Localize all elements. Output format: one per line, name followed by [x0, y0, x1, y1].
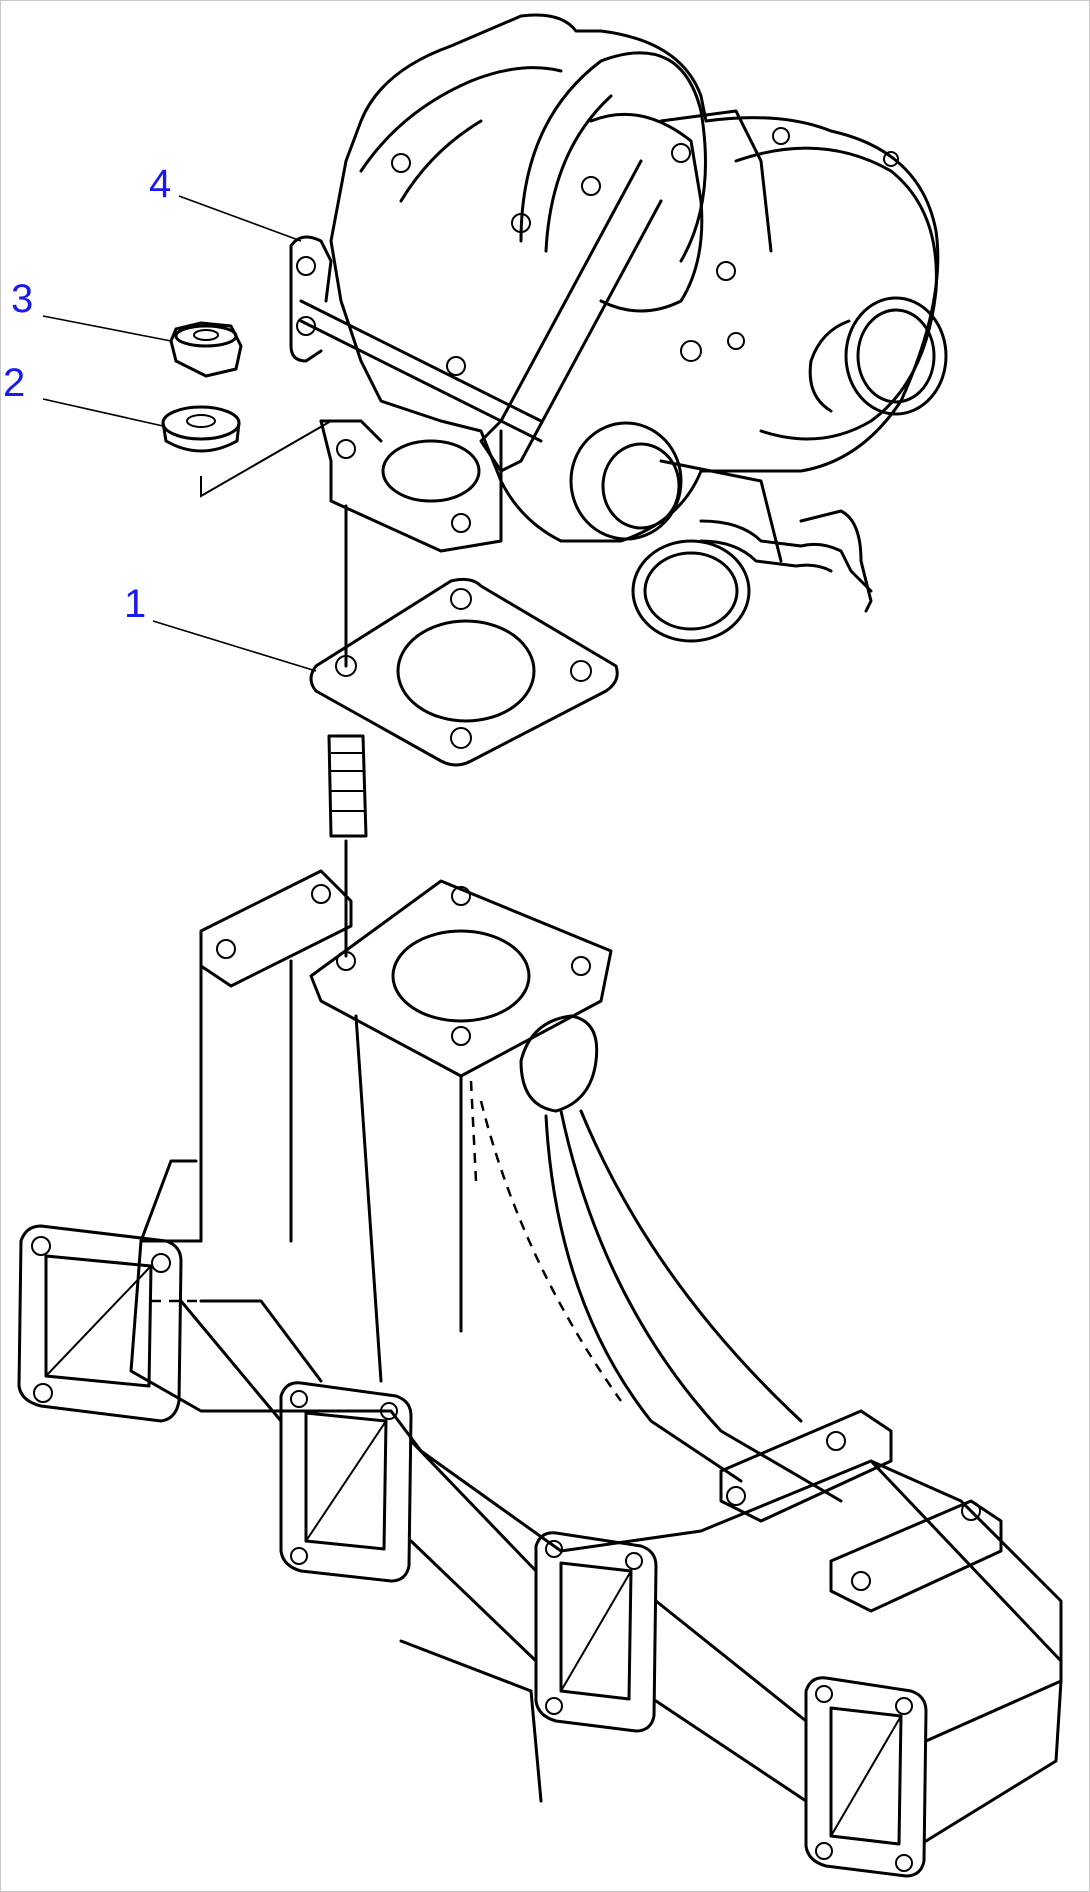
callout-number-4: 4	[149, 162, 172, 206]
callout-number-3: 3	[11, 277, 34, 321]
callout-leaders	[42, 195, 317, 672]
leader-line-3	[42, 315, 172, 342]
leader-line-4	[178, 195, 302, 242]
gasket-part	[309, 577, 619, 767]
callout-number-1: 1	[124, 582, 147, 626]
callout-number-2: 2	[3, 361, 26, 405]
washer-part	[161, 405, 241, 453]
stud-assembly	[200, 420, 368, 958]
turbocharger-assembly	[289, 13, 948, 643]
exhaust-manifold	[17, 869, 1063, 1878]
nut-part	[169, 321, 243, 378]
leader-line-1	[152, 620, 317, 672]
leader-line-2	[42, 398, 164, 427]
